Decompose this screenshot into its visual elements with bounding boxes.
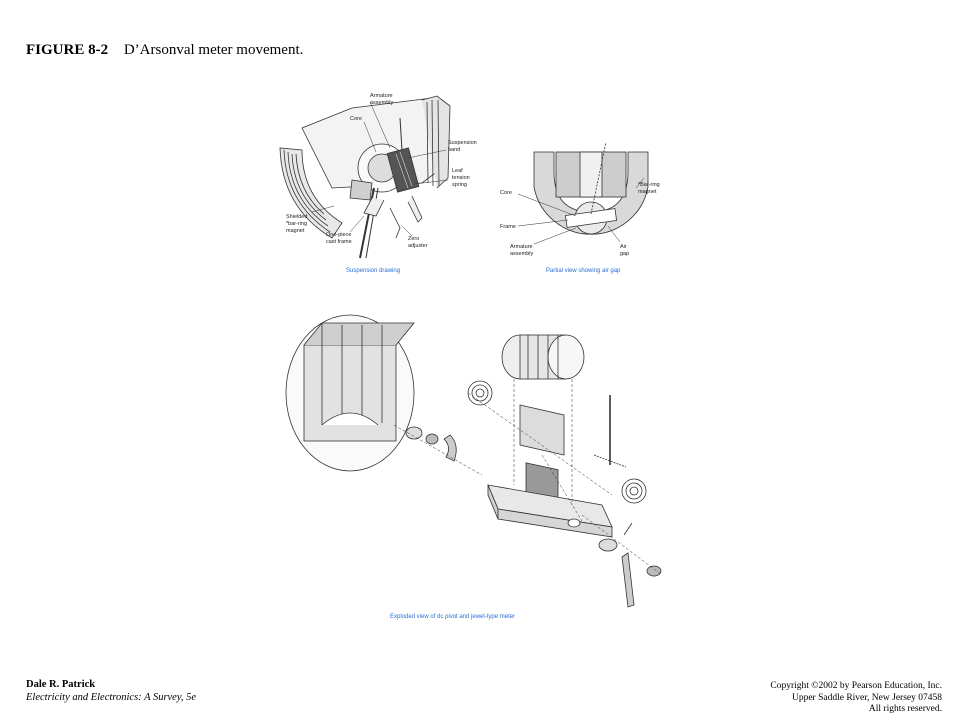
label-armature-assembly: assembly [510, 251, 533, 257]
figure-title: FIGURE 8-2 D’Arsonval meter movement. [26, 42, 303, 59]
label-suspension: Suspension [448, 140, 477, 146]
label-shielded: Shielded [286, 214, 307, 220]
footer-citation: Dale R. Patrick Electricity and Electron… [26, 678, 196, 704]
label-magnet: magnet [638, 189, 657, 195]
exploded-view [285, 314, 663, 608]
label-adjuster: adjuster [408, 243, 428, 249]
author-name: Dale R. Patrick [26, 679, 96, 690]
partial-view-caption: Partial view showing air gap [546, 268, 621, 274]
suspension-drawing-caption: Suspension drawing [346, 268, 401, 274]
label-band: band [448, 147, 460, 153]
label-core: Core [350, 116, 362, 122]
label-one-piece: One-piece [326, 232, 351, 238]
address-line: Upper Saddle River, New Jersey 07458 [791, 692, 942, 703]
label-cast-frame: cast frame [326, 239, 352, 245]
label-armature: Armature [510, 244, 533, 250]
label-core: Core [500, 190, 512, 196]
figure-number: FIGURE 8-2 [26, 42, 109, 58]
figure-caption-text: D’Arsonval meter movement. [123, 42, 304, 58]
partial-view-air-gap: Core Frame Armature assembly *Bar-ring m… [500, 141, 660, 257]
label-frame: Frame [500, 224, 516, 230]
label-armature-assembly: assembly [370, 100, 393, 106]
copyright-line: Copyright ©2002 by Pearson Education, In… [770, 681, 942, 691]
label-spring: spring [452, 182, 467, 188]
label-magnet: magnet [286, 228, 305, 234]
label-tension: tension [452, 175, 470, 181]
label-leaf: Leaf [452, 168, 463, 174]
suspension-drawing: Armature assembly Core Suspension band L… [279, 93, 477, 259]
label-bar-ring: *bar-ring [286, 221, 307, 227]
book-title: Electricity and Electronics: A Survey, 5… [26, 692, 197, 703]
rights-line: All rights reserved. [868, 704, 942, 714]
label-bar-ring: *Bar-ring [638, 182, 660, 188]
label-air: Air [620, 244, 627, 250]
label-armature: Armature [370, 93, 393, 99]
label-gap: gap [620, 251, 629, 257]
footer-copyright: Copyright ©2002 by Pearson Education, In… [770, 681, 942, 716]
exploded-view-caption: Exploded view of dc pivot and jewel-type… [390, 614, 516, 620]
label-zero: Zero [408, 236, 419, 242]
